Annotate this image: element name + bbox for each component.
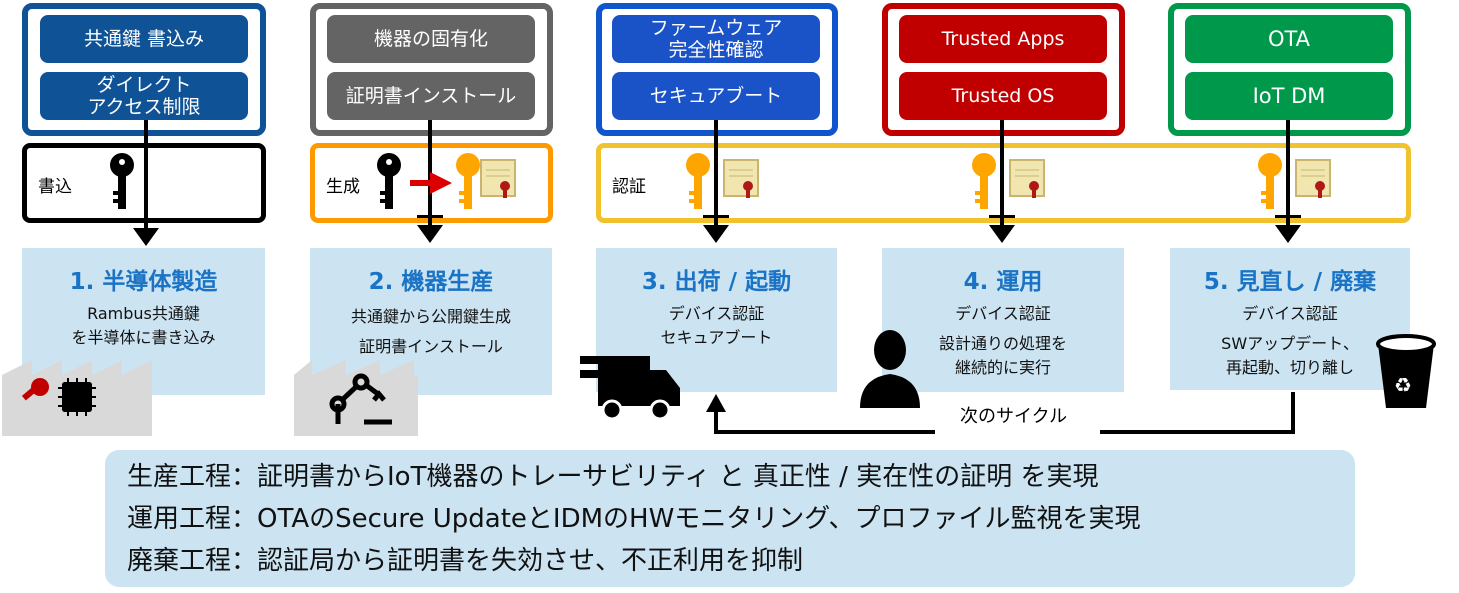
box-cert-install: 証明書インストール [327,72,535,120]
box-key-write: 共通鍵 書込み [40,15,248,63]
auth-label: 認証 [612,177,646,197]
red-arrow-icon [410,172,452,194]
write-label: 書込 [38,177,72,197]
stage-2: 2. 機器生産 共通鍵から公開鍵生成証明書インストール [310,248,552,395]
robot-arm-icon [329,373,392,425]
stage-text: 証明書インストール [359,337,503,356]
label: ダイレクト アクセス制限 [87,74,201,118]
stage-text: 設計通りの処理を [938,334,1067,353]
chip-icon [58,378,96,416]
box-direct-access: ダイレクト アクセス制限 [40,72,248,120]
stage-text: 共通鍵から公開鍵生成 [350,307,511,326]
stage-text: Rambus共通鍵 [87,304,200,323]
cycle-label: 次のサイクル [960,406,1068,427]
box-trusted-apps: Trusted Apps [899,15,1107,63]
box-iot-dm: IoT DM [1185,72,1393,120]
stage-5: 5. 見直し / 廃棄 デバイス認証 SWアップデート、再起動、切り離し [1170,248,1410,390]
group-trusted: Trusted Apps Trusted OS [882,3,1125,136]
stage-text: 継続的に実行 [954,358,1051,377]
arrow-down-icon [989,225,1015,243]
label: 機器の固有化 [373,28,488,50]
group-ota: OTA IoT DM [1168,3,1411,136]
stage-title: 2. 機器生産 [368,269,494,295]
generate-label: 生成 [326,177,360,197]
stage-title: 3. 出荷 / 起動 [641,269,792,295]
label: Trusted OS [951,85,1055,107]
stage-4: 4. 運用 デバイス認証設計通りの処理を継続的に実行 [882,248,1124,392]
certificate-icon [1295,159,1331,199]
summary-box: 生産工程：証明書からIoT機器のトレーサビリティ と 真正性 / 実在性の証明 … [105,450,1355,587]
gold-key-icon [686,153,710,209]
arrow-up-icon [706,394,726,412]
trash-recycle-icon: ♻ [1376,334,1436,408]
stage-text: を半導体に書き込み [71,328,216,347]
arrow-down-icon [703,225,729,243]
stage-title: 5. 見直し / 廃棄 [1203,269,1377,295]
gold-key-icon [972,153,996,209]
red-key-icon [21,378,49,401]
arrow-down-icon [133,228,159,246]
label: 共通鍵 書込み [83,28,205,50]
certificate-icon [723,159,759,199]
group-semiconductor: 共通鍵 書込み ダイレクト アクセス制限 [22,3,266,136]
box-secure-boot: セキュアブート [612,72,820,120]
operator-icon [860,330,920,408]
stage-text: デバイス認証 [668,304,765,323]
arrow-down-icon [1275,225,1301,243]
key-icon [377,153,401,209]
stage-title: 1. 半導体製造 [69,269,218,295]
stage-text: SWアップデート、 [1221,334,1359,353]
label: セキュアブート [649,85,783,107]
stage-title: 4. 運用 [963,269,1043,295]
label: IoT DM [1252,84,1326,108]
factory-icon [294,360,418,436]
group-device: 機器の固有化 証明書インストール [310,3,553,136]
summary-line: 生産工程：証明書からIoT機器のトレーサビリティ と 真正性 / 実在性の証明 … [127,462,1099,492]
box-trusted-os: Trusted OS [899,72,1107,120]
stage-text: デバイス認証 [1242,304,1338,323]
key-icon [110,153,134,209]
pictograms: ♻ [2,330,1436,436]
label: OTA [1267,27,1311,51]
svg-text:♻: ♻ [1394,373,1412,397]
stage-text: 再起動、切り離し [1225,358,1354,377]
gold-key-icon [456,153,480,209]
stage-text: デバイス認証 [955,304,1051,323]
gold-key-icon [1258,153,1282,209]
key-cert-icons [110,153,1331,209]
box-fw-integrity: ファームウェア 完全性確認 [612,15,820,63]
truck-icon [580,356,680,421]
summary-line: 廃棄工程：認証局から証明書を失効させ、不正利用を抑制 [127,546,804,576]
label: Trusted Apps [941,28,1065,50]
stage-text: セキュアブート [660,328,773,347]
label: 証明書インストール [345,85,517,107]
cycle-arrow [714,392,1295,434]
arrow-down-icon [417,225,443,243]
label: ファームウェア 完全性確認 [649,17,783,61]
summary-line: 運用工程：OTAのSecure UpdateとIDMのHWモニタリング、プロファ… [127,504,1141,534]
group-boot: ファームウェア 完全性確認 セキュアブート [596,3,838,136]
certificate-icon [480,159,516,199]
certificate-icon [1009,159,1045,199]
box-unique: 機器の固有化 [327,15,535,63]
box-ota: OTA [1185,15,1393,63]
